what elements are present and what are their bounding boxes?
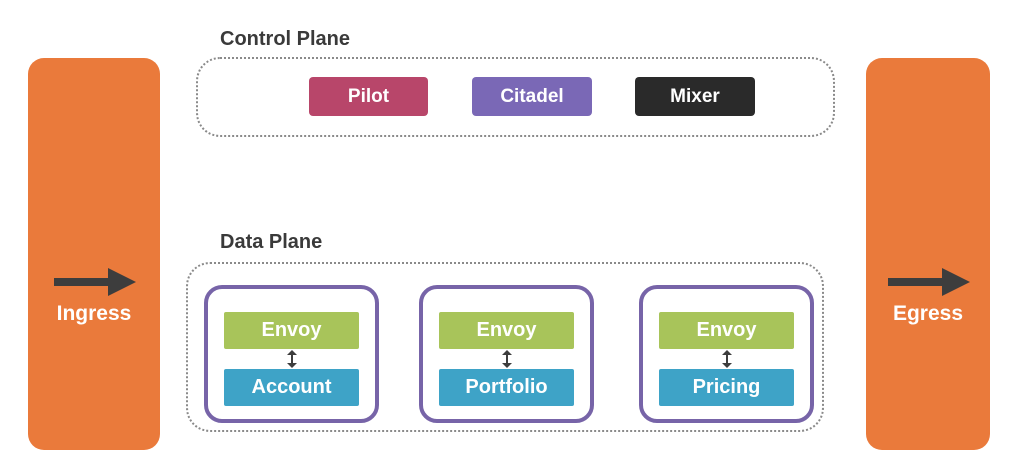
pilot-component: Pilot [309,77,428,116]
service-pricing: Pricing [659,369,794,406]
ingress-label: Ingress [56,302,132,325]
right-arrow-icon [54,268,136,296]
envoy-proxy: Envoy [659,312,794,349]
data-plane-container [186,262,824,432]
double-arrow-icon [722,350,732,368]
envoy-proxy: Envoy [224,312,359,349]
double-arrow-icon [502,350,512,368]
control-plane-container [196,57,835,137]
mixer-component: Mixer [635,77,755,116]
service-portfolio: Portfolio [439,369,574,406]
pod-portfolio: Envoy Portfolio [419,285,594,423]
ingress-gateway: Ingress [28,58,160,450]
egress-gateway: Egress [866,58,990,450]
envoy-proxy: Envoy [439,312,574,349]
service-account: Account [224,369,359,406]
pod-pricing: Envoy Pricing [639,285,814,423]
egress-label: Egress [892,302,964,325]
pod-account: Envoy Account [204,285,379,423]
data-plane-title: Data Plane [220,231,323,253]
right-arrow-icon [888,268,970,296]
double-arrow-icon [287,350,297,368]
citadel-component: Citadel [472,77,592,116]
control-plane-title: Control Plane [220,28,351,50]
